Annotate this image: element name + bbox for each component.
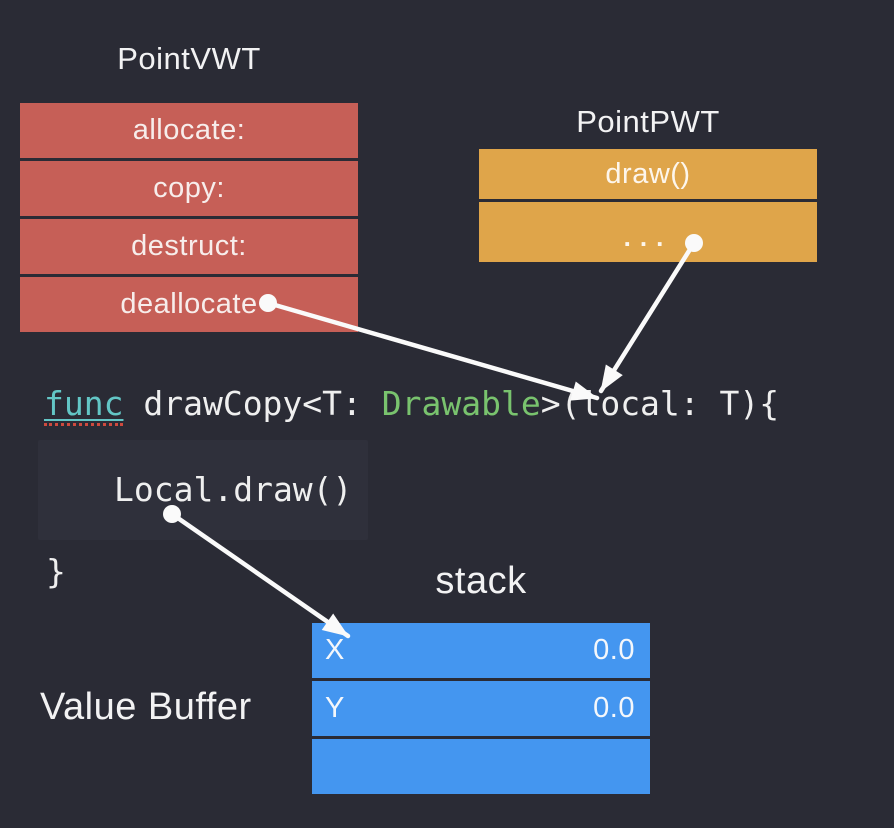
code-func-signature: func drawCopy<T: Drawable>(local: T){	[44, 384, 780, 427]
vwt-title: PointVWT	[117, 41, 261, 76]
code-keyword-func: func	[44, 385, 124, 427]
code-signature-tail: >(local: T){	[540, 384, 780, 423]
stack-field-name: Y	[325, 692, 345, 724]
stack-table: X 0.0 Y 0.0	[312, 623, 650, 794]
value-buffer-label: Value Buffer	[40, 686, 252, 728]
pwt-row-draw: draw()	[479, 149, 817, 199]
vwt-row-copy: copy:	[20, 161, 358, 216]
stack-field-value: 0.0	[593, 692, 635, 724]
stack-title: stack	[435, 560, 527, 602]
stack-field-name: X	[325, 634, 345, 666]
stack-row-x: X 0.0	[312, 623, 650, 678]
code-closing-brace: }	[46, 552, 66, 591]
vwt-table: allocate: copy: destruct: deallocate	[20, 103, 358, 332]
code-body-local-draw: Local.draw()	[114, 470, 353, 509]
stack-field-value: 0.0	[593, 634, 635, 666]
vwt-row-deallocate: deallocate	[20, 277, 358, 332]
vwt-row-allocate: allocate:	[20, 103, 358, 158]
pwt-table: draw() ...	[479, 149, 817, 262]
pwt-title: PointPWT	[576, 104, 720, 139]
pwt-row-ellipsis: ...	[479, 202, 817, 262]
stack-row-empty	[312, 739, 650, 794]
stack-row-y: Y 0.0	[312, 681, 650, 736]
code-signature-middle: drawCopy<T:	[123, 384, 382, 423]
vwt-row-destruct: destruct:	[20, 219, 358, 274]
code-type-drawable: Drawable	[381, 384, 541, 423]
